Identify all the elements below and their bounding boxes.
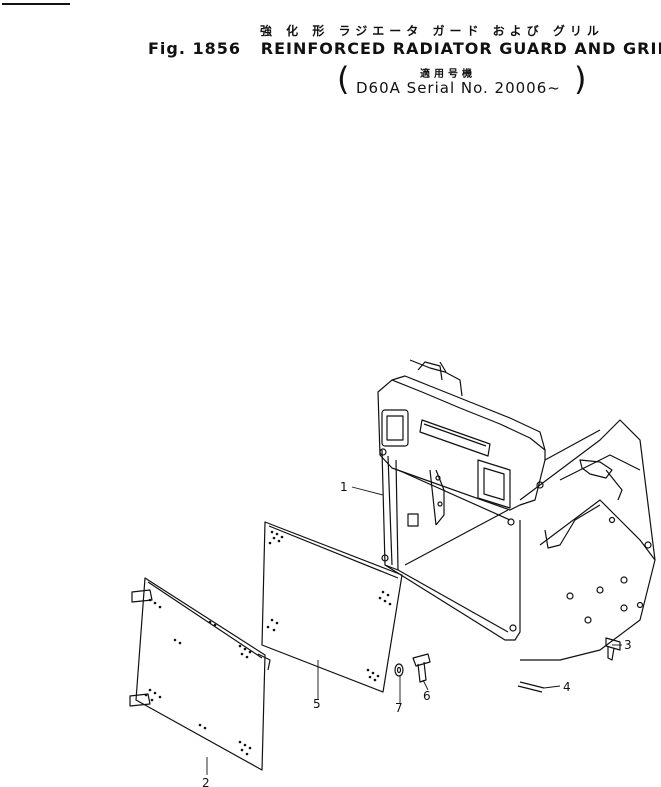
callout-7: 7 (395, 701, 403, 715)
left-parenthesis: ( (337, 60, 350, 98)
figure-title: Fig. 1856 REINFORCED RADIATOR GUARD AND … (148, 39, 661, 58)
callout-2: 2 (202, 776, 210, 787)
grille-perforation-dots (144, 530, 392, 756)
title-japanese: 強 化 形 ラジエータ ガード および グリル (260, 24, 604, 38)
front-guard-plate (129, 577, 271, 771)
radiator-guard-assembly (377, 359, 656, 661)
pin-part-3 (605, 637, 621, 661)
callout-5: 5 (313, 697, 321, 711)
callout-6: 6 (423, 689, 431, 703)
rod-part-4 (517, 681, 545, 693)
serial-japanese: 適用号機 (420, 69, 476, 80)
grille-panel (261, 521, 403, 693)
top-rule (2, 3, 70, 5)
bolt-part-6 (412, 653, 431, 683)
callout-1: 1 (340, 480, 348, 494)
right-parenthesis: ) (574, 60, 587, 98)
title-english: REINFORCED RADIATOR GUARD AND GRILLE (260, 39, 661, 58)
serial-number: D60A Serial No. 20006~ (356, 79, 561, 97)
callout-3: 3 (624, 638, 632, 652)
callout-4: 4 (563, 680, 571, 694)
leader-lines (206, 486, 622, 775)
washer-part-7 (394, 663, 404, 677)
figure-number: Fig. 1856 (148, 39, 242, 58)
